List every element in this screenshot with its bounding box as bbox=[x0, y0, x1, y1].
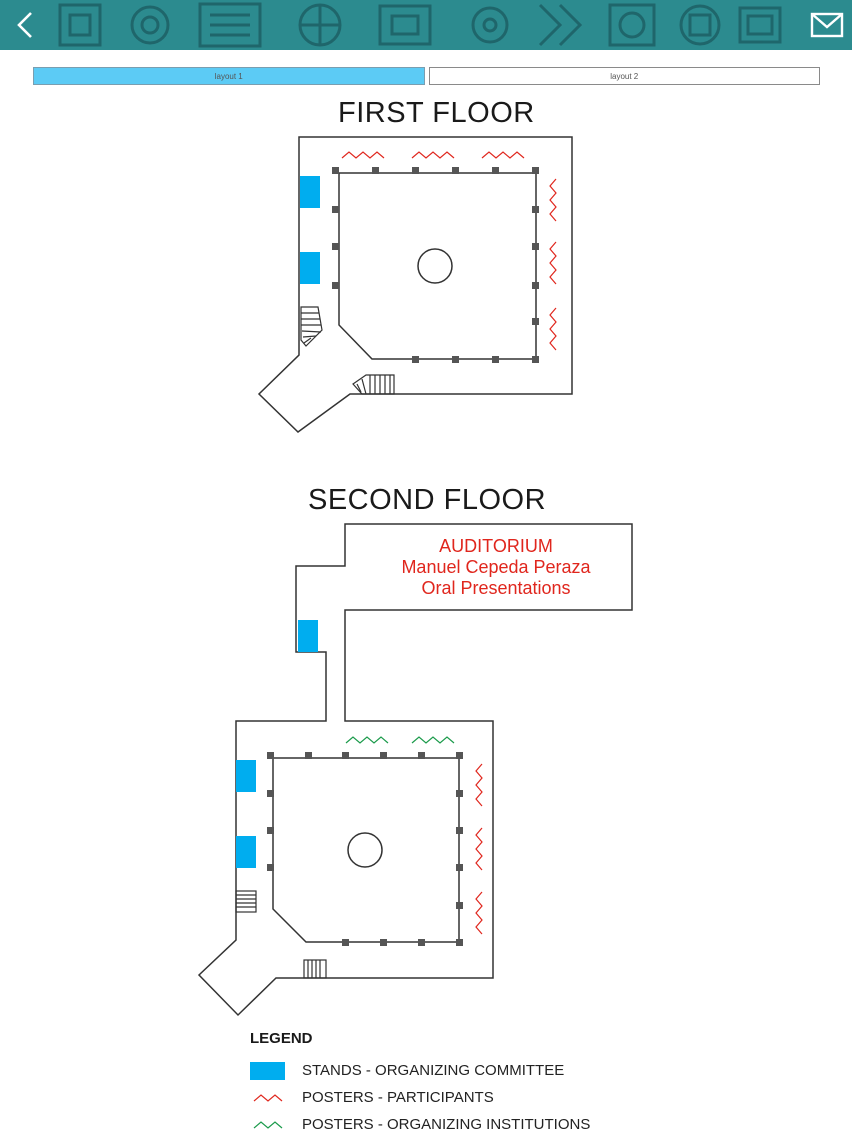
first-floor-stairs bbox=[300, 306, 395, 395]
layout-tabs: layout 1 layout 2 bbox=[33, 67, 820, 87]
first-floor-columns bbox=[332, 167, 539, 363]
envelope-icon bbox=[810, 12, 844, 38]
mail-button[interactable] bbox=[802, 0, 852, 50]
red-zigzag-icon bbox=[253, 1093, 283, 1102]
stand bbox=[298, 620, 318, 652]
second-floor-fountain bbox=[347, 832, 383, 868]
first-floor-fountain bbox=[417, 248, 453, 284]
auditorium-purpose: Oral Presentations bbox=[421, 578, 570, 598]
app-header bbox=[0, 0, 852, 50]
second-floor-columns bbox=[267, 752, 463, 946]
legend-item-participant-posters: POSTERS - PARTICIPANTS bbox=[250, 1084, 670, 1111]
tab-layout-1[interactable]: layout 1 bbox=[33, 67, 425, 85]
second-floor-plan: AUDITORIUM Manuel Cepeda Peraza Oral Pre… bbox=[197, 523, 633, 1017]
header-pattern bbox=[0, 0, 852, 50]
second-floor-outer-wall bbox=[197, 523, 633, 1017]
stand bbox=[236, 760, 256, 792]
legend-title: LEGEND bbox=[250, 1030, 313, 1047]
green-zigzag-icon bbox=[253, 1120, 283, 1129]
stand bbox=[300, 176, 320, 208]
participant-posters bbox=[341, 151, 557, 351]
chevron-left-icon bbox=[17, 12, 32, 38]
legend-item-stands: STANDS - ORGANIZING COMMITTEE bbox=[250, 1057, 670, 1084]
first-floor-outer-wall bbox=[257, 136, 573, 433]
participant-posters bbox=[475, 763, 483, 935]
legend: LEGEND STANDS - ORGANIZING COMMITTEE POS… bbox=[250, 1030, 670, 1138]
stand bbox=[300, 252, 320, 284]
second-floor-stairs bbox=[235, 890, 327, 979]
institution-posters bbox=[345, 736, 455, 744]
auditorium-name: Manuel Cepeda Peraza bbox=[401, 557, 591, 577]
first-floor-plan bbox=[257, 136, 573, 433]
tab-layout-2[interactable]: layout 2 bbox=[428, 67, 820, 85]
stand bbox=[236, 836, 256, 868]
legend-label: POSTERS - ORGANIZING INSTITUTIONS bbox=[302, 1116, 591, 1133]
auditorium-title: AUDITORIUM bbox=[439, 536, 553, 556]
second-floor-title: SECOND FLOOR bbox=[308, 484, 547, 516]
second-floor-courtyard bbox=[272, 757, 460, 943]
legend-label: POSTERS - PARTICIPANTS bbox=[302, 1089, 494, 1106]
first-floor-title: FIRST FLOOR bbox=[338, 97, 535, 129]
legend-item-institution-posters: POSTERS - ORGANIZING INSTITUTIONS bbox=[250, 1111, 670, 1138]
back-button[interactable] bbox=[0, 0, 50, 50]
stand-swatch-icon bbox=[250, 1061, 285, 1080]
auditorium-label: AUDITORIUM Manuel Cepeda Peraza Oral Pre… bbox=[401, 536, 591, 598]
legend-label: STANDS - ORGANIZING COMMITTEE bbox=[302, 1062, 565, 1079]
first-floor-courtyard bbox=[338, 172, 537, 360]
